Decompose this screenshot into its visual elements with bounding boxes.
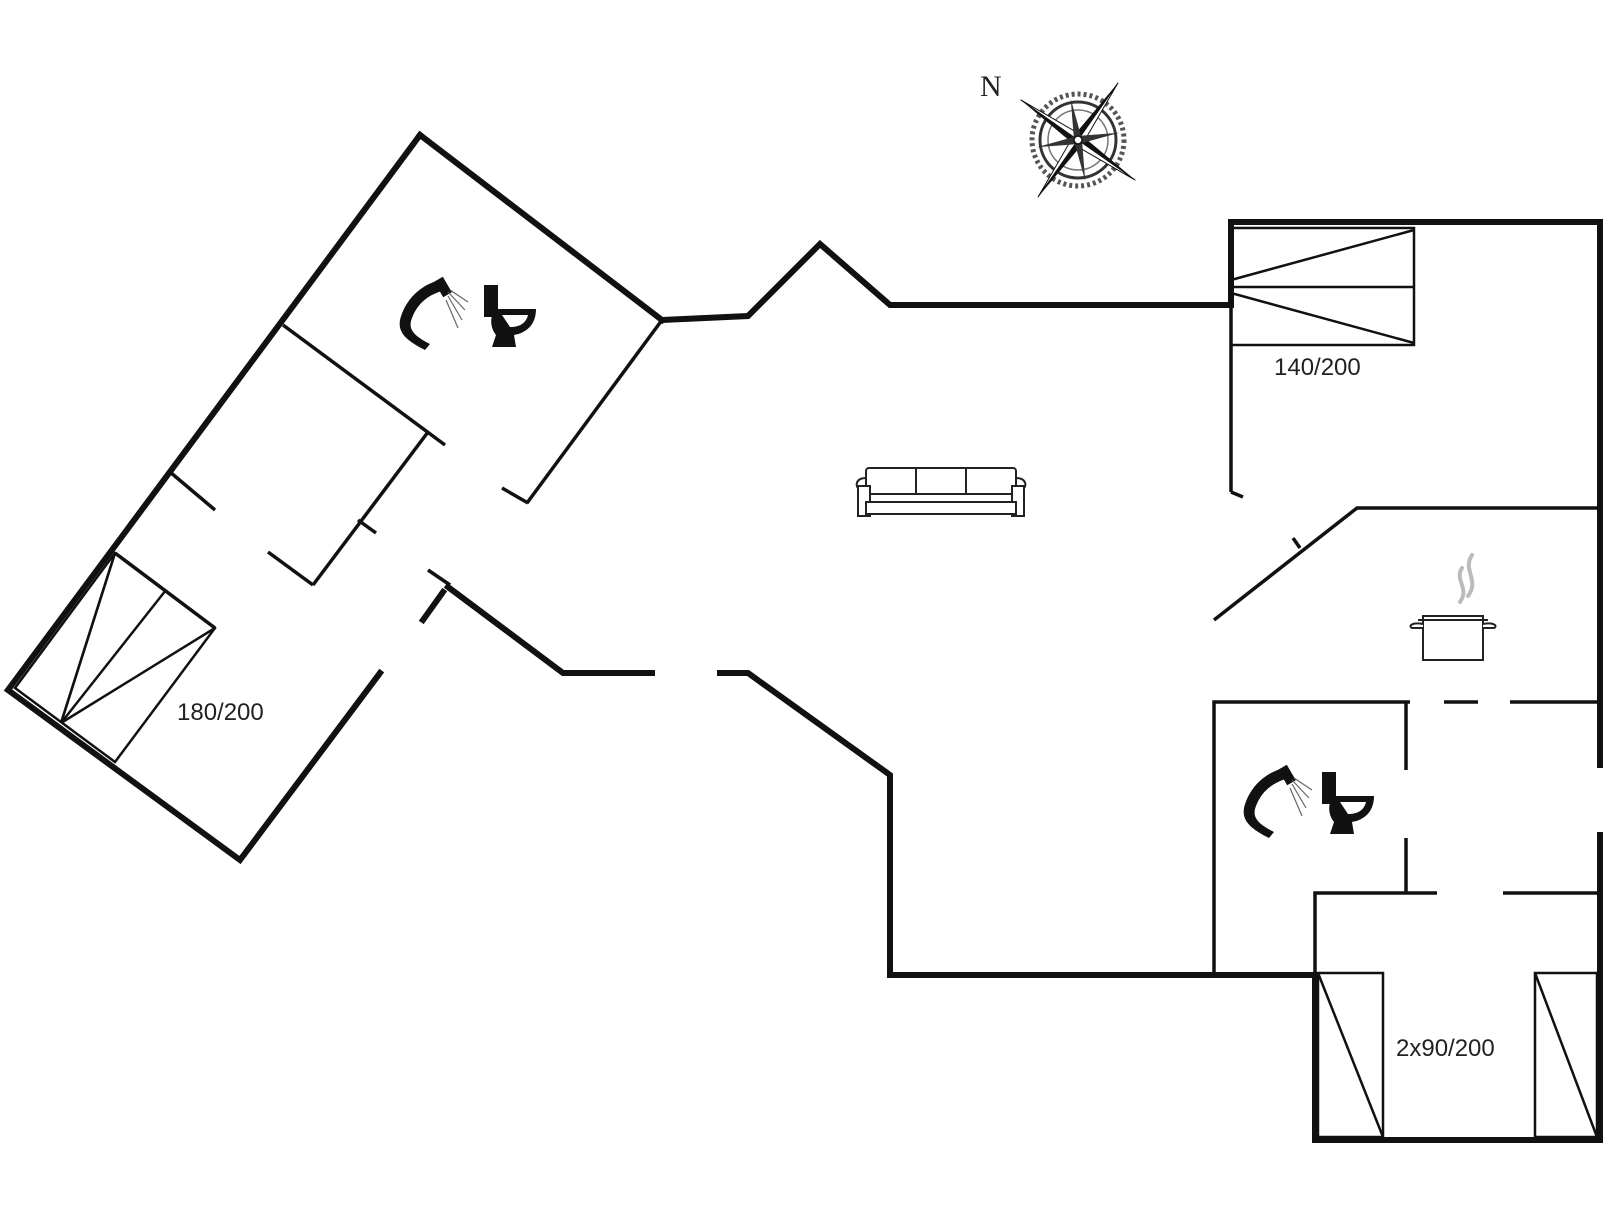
cooking-pot-icon	[1409, 553, 1497, 661]
interior-walls	[113, 305, 1600, 975]
toilet-icon	[484, 285, 536, 347]
door-jamb-west	[418, 587, 448, 625]
bed-icon	[13, 551, 217, 764]
bed-size-label-west: 180/200	[177, 699, 264, 726]
south-wall	[717, 670, 1318, 978]
south-west-wall	[443, 582, 655, 676]
compass-north-label: N	[980, 70, 1002, 103]
shower-icon	[399, 276, 469, 350]
west-wing-outer-wall-2	[3, 130, 425, 865]
shower-icon	[1243, 764, 1313, 838]
east-wall-lower	[1312, 832, 1603, 1143]
living-north-wall	[658, 239, 1234, 324]
bed-size-label-northeast: 140/200	[1274, 354, 1361, 381]
compass-rose-icon	[1020, 82, 1136, 198]
sofa-icon	[855, 467, 1027, 517]
bed-size-label-southeast: 2x90/200	[1396, 1035, 1495, 1062]
bed-icon	[1316, 971, 1599, 1139]
bed-icon	[1229, 226, 1416, 347]
toilet-icon	[1322, 772, 1374, 834]
ne-bedroom-wall	[1228, 219, 1603, 768]
west-wing-outer-wall	[415, 130, 667, 325]
